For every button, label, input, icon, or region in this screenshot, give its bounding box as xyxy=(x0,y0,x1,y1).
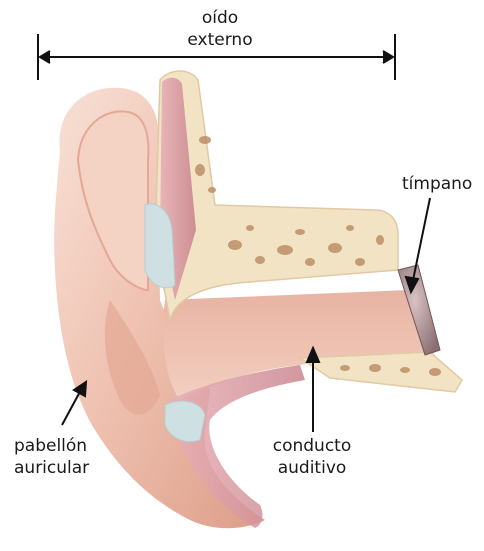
label-conducto-line-1: conducto xyxy=(262,436,362,457)
label-pabellon-line-1: pabellón xyxy=(14,436,87,457)
label-conducto-line-2: auditivo xyxy=(262,458,362,479)
label-pabellon-line-2: auricular xyxy=(14,458,89,479)
title-line-1: oído xyxy=(190,8,250,29)
label-timpano: tímpano xyxy=(402,174,472,195)
title-line-2: externo xyxy=(170,30,270,51)
